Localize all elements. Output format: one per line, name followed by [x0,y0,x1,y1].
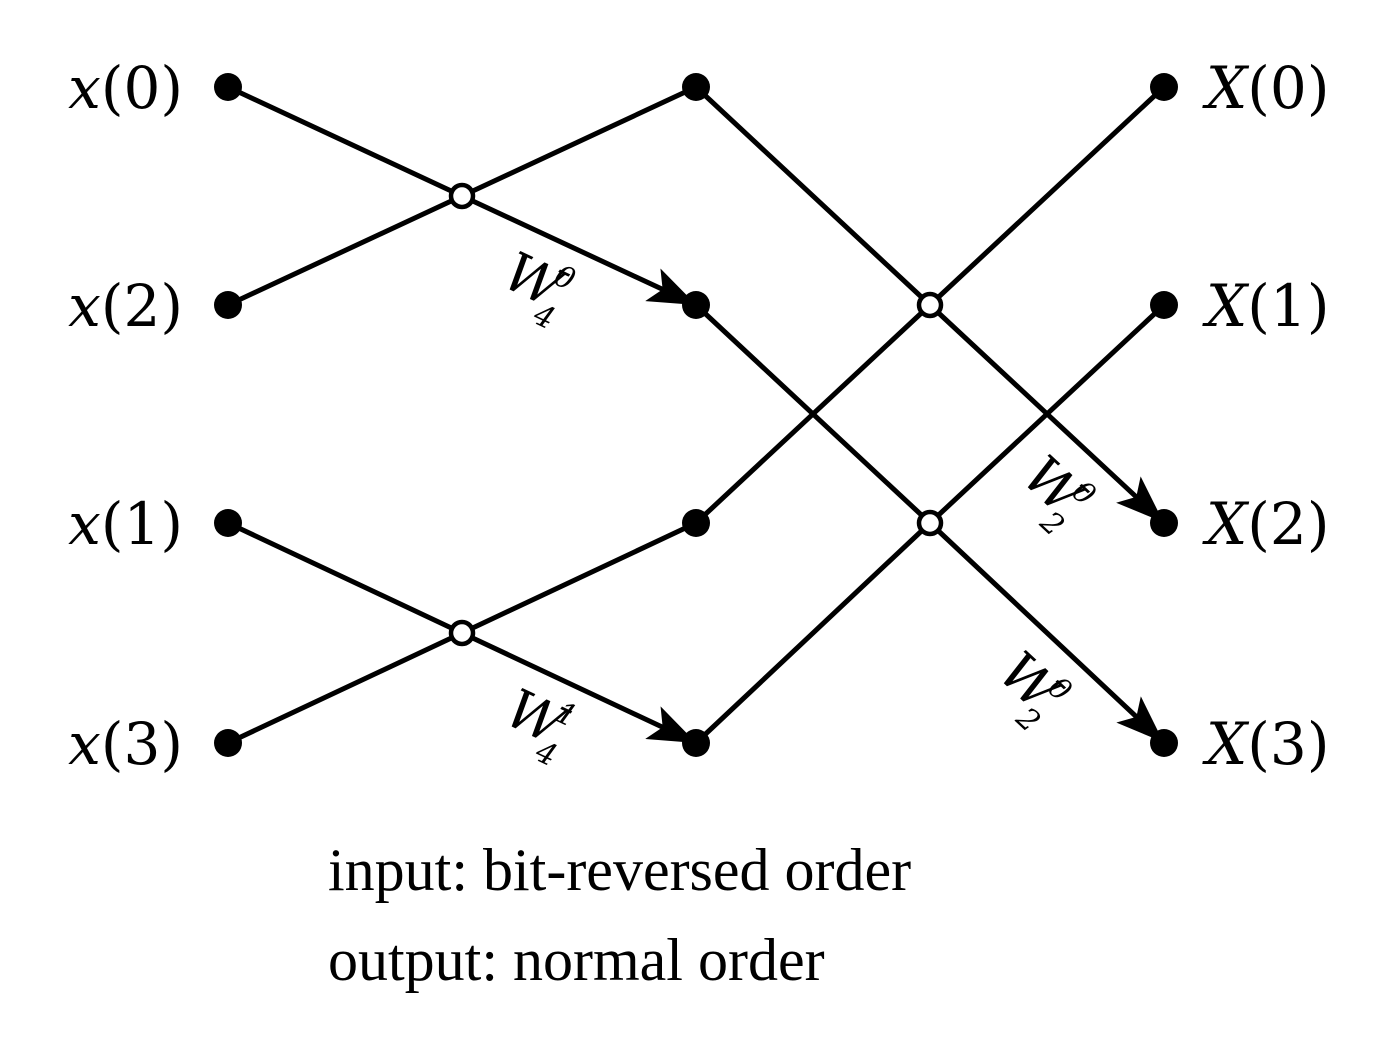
wire-x2-to-n0 [225,193,465,308]
wire-n1-to-m2 [459,520,699,636]
wire-m1-to-n3 [693,302,933,526]
output-label-2: X(2) [1202,490,1329,558]
wire-n0-to-m0 [459,84,699,199]
wire-n2-to-X0 [927,84,1167,308]
twiddle-labels: W 4 0 W 4 1 W 2 0 W 2 0 [495,240,1103,774]
stage1-wires [225,84,699,746]
input-label-3: x(3) [68,710,183,778]
twiddle-label-0: W 4 0 [495,240,581,337]
wire-m0-to-n2 [693,84,933,308]
wire-x1-to-n1 [225,520,465,636]
wire-n1-to-m3-arrow [459,630,697,744]
wire-n0-to-m1-arrow [459,193,697,306]
input-node [214,729,242,757]
solid-nodes [214,73,1178,757]
caption-input-order: input: bit-reversed order [328,837,912,903]
wire-x0-to-n0 [225,84,465,199]
sum-node [916,291,944,319]
input-label-0: x(0) [68,54,183,122]
middle-node [682,291,710,319]
wire-n2-to-X2-arrow [927,302,1164,523]
stage2-wires [693,84,1167,746]
sum-node [916,509,944,537]
output-label-0: X(0) [1202,54,1329,122]
input-label-1: x(2) [68,272,183,340]
wire-n3-to-X3-arrow [927,520,1164,743]
caption-output-order: output: normal order [328,927,825,993]
middle-node [682,509,710,537]
twiddle-label-2: W 2 0 [1011,443,1102,543]
middle-node [682,73,710,101]
wire-x3-to-n1 [225,630,465,746]
output-node [1150,729,1178,757]
middle-node [682,729,710,757]
sum-nodes [448,182,944,647]
input-node [214,509,242,537]
output-node [1150,73,1178,101]
sum-node [448,182,476,210]
input-node [214,291,242,319]
sum-node [448,619,476,647]
input-labels: x(0) x(2) x(1) x(3) [68,54,183,778]
output-node [1150,291,1178,319]
twiddle-label-3: W 2 0 [987,639,1078,739]
output-node [1150,509,1178,537]
input-label-2: x(1) [68,490,183,558]
output-labels: X(0) X(1) X(2) X(3) [1202,54,1329,778]
output-label-3: X(3) [1202,710,1329,778]
input-node [214,73,242,101]
wire-m3-to-n3 [693,520,933,746]
twiddle-label-1: W 4 1 [497,677,583,774]
output-label-1: X(1) [1202,272,1329,340]
wire-n3-to-X1 [927,302,1167,526]
